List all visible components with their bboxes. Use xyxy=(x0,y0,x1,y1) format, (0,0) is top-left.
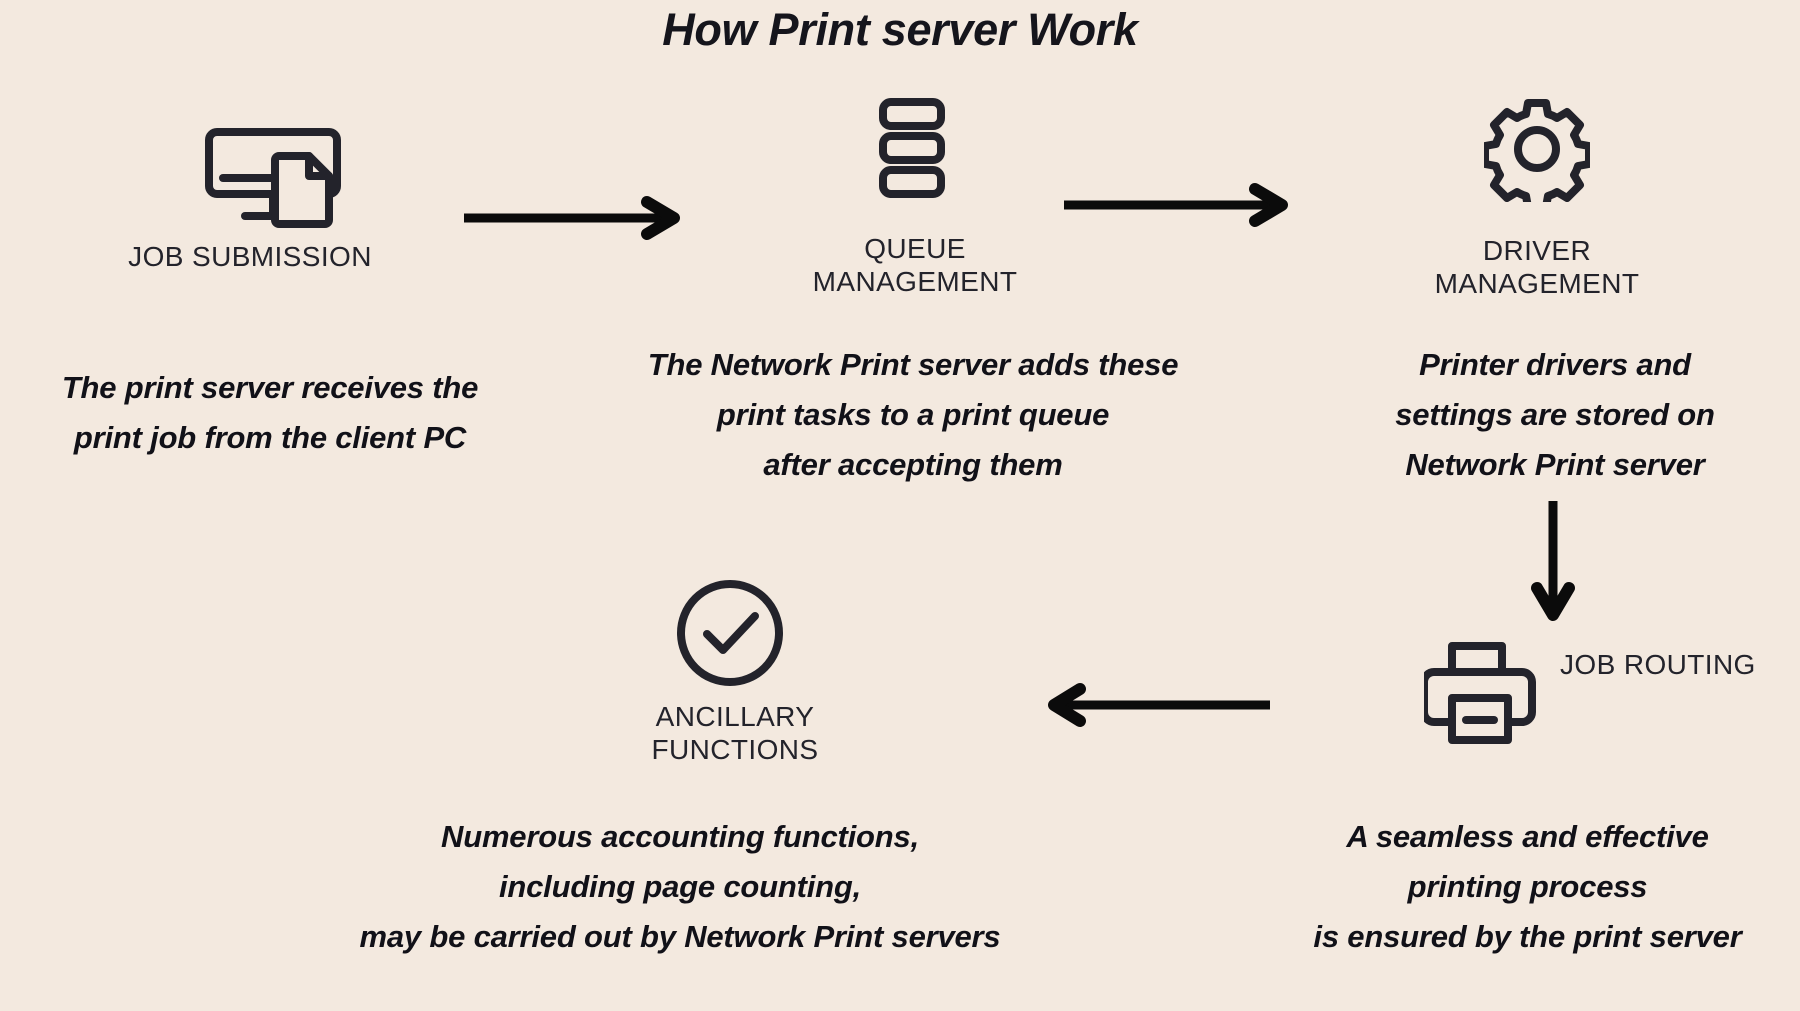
page-title: How Print server Work xyxy=(662,4,1138,55)
node-label-queue-management: QUEUE MANAGEMENT xyxy=(812,233,1018,297)
arrow-driver-to-routing xyxy=(1528,498,1578,633)
gear-icon xyxy=(1484,96,1590,202)
node-description-job-submission: The print server receives the print job … xyxy=(61,370,479,455)
node-label-driver-management: DRIVER MANAGEMENT xyxy=(1434,235,1640,299)
printer-icon xyxy=(1424,640,1536,744)
arrow-submission-to-queue xyxy=(462,195,692,241)
node-label-job-routing: JOB ROUTING xyxy=(1560,649,1756,680)
node-description-queue-management: The Network Print server adds these prin… xyxy=(647,347,1179,482)
node-description-driver-management: Printer drivers and settings are stored … xyxy=(1395,347,1715,482)
stacked-list-icon xyxy=(878,98,950,198)
check-circle-icon xyxy=(675,578,785,688)
node-description-job-routing: A seamless and effective printing proces… xyxy=(1313,819,1742,954)
arrow-queue-to-driver xyxy=(1062,182,1302,228)
node-label-ancillary-functions: ANCILLARY FUNCTIONS xyxy=(651,701,819,765)
node-label-job-submission: JOB SUBMISSION xyxy=(128,241,372,272)
arrow-routing-to-ancillary xyxy=(1032,682,1272,728)
monitor-document-icon xyxy=(205,120,365,230)
node-description-ancillary-functions: Numerous accounting functions, including… xyxy=(359,819,1001,954)
